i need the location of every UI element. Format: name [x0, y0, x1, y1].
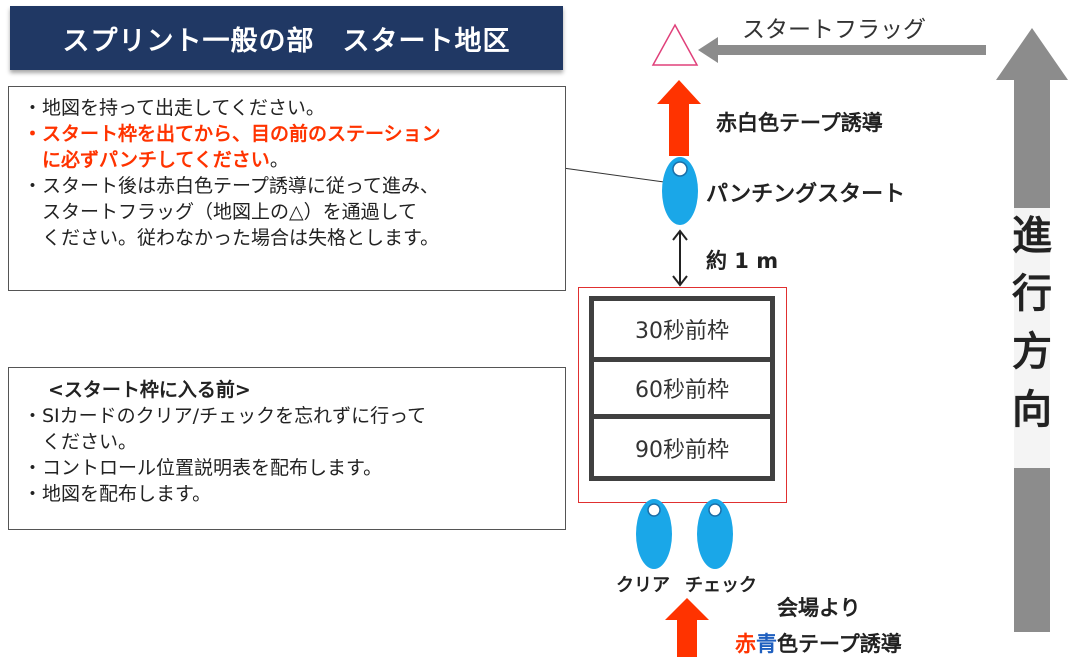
red-up-arrow-icon — [657, 80, 701, 156]
start-flag-triangle-icon — [651, 23, 699, 66]
page-title: スプリント一般の部 スタート地区 — [62, 25, 511, 57]
instruction-line-6: ください。従わなかった場合は失格とします。 — [42, 227, 440, 249]
tape-red-text: 赤 — [735, 632, 756, 656]
pre-start-box: <スタート枠に入る前> ・SIカードのクリア/チェックを忘れずに行って ください… — [8, 367, 566, 530]
direction-label: 進 行 方 向 — [996, 203, 1068, 435]
direction-char-3: 方 — [1012, 329, 1052, 375]
tape-rest-text: 色テープ誘導 — [777, 632, 902, 656]
punching-start-label: パンチングスタート — [706, 182, 906, 207]
instruction-line-3-tail: 。 — [269, 149, 289, 171]
frame-30s: 30秒前枠 — [589, 296, 775, 362]
red-white-tape-label: 赤白色テープ誘導 — [716, 111, 883, 135]
pre-start-line-3: ・コントロール位置説明表を配布します。 — [23, 457, 383, 479]
start-flag-label: スタートフラッグ — [742, 17, 926, 43]
instructions-box: ・地図を持って出走してください。 ・スタート枠を出てから、目の前のステーション … — [8, 86, 566, 291]
instruction-line-2: ・スタート枠を出てから、目の前のステーション — [23, 123, 441, 145]
tape-guidance-label: 赤青色テープ誘導 — [735, 628, 902, 658]
instruction-line-5: スタートフラッグ（地図上の△）を通過して — [42, 201, 418, 223]
instruction-line-1: ・地図を持って出走してください。 — [23, 97, 325, 119]
instruction-line-3: に必ずパンチしてください。 — [23, 147, 565, 173]
start-frames: 30秒前枠 60秒前枠 90秒前枠 — [589, 296, 775, 486]
punch-station-icon — [662, 157, 698, 225]
direction-char-4: 向 — [1012, 387, 1052, 433]
clear-label: クリア — [616, 575, 670, 596]
distance-label: 約 1 m — [706, 249, 779, 273]
instruction-line-3-red: に必ずパンチしてください — [42, 149, 270, 171]
instruction-line-4: ・スタート後は赤白色テープ誘導に従って進み、 — [23, 175, 439, 197]
start-frames-area — [578, 287, 787, 503]
flag-pointer-arrow-icon — [698, 37, 986, 63]
frame-90s: 90秒前枠 — [589, 414, 775, 481]
tape-blue-text: 青 — [756, 632, 777, 656]
check-label: チェック — [685, 575, 757, 596]
distance-arrow-icon — [672, 229, 688, 287]
pre-start-line-2: ください。 — [42, 431, 138, 453]
callout-line — [562, 167, 665, 183]
check-station-icon — [697, 499, 733, 569]
pre-start-line-4: ・地図を配布します。 — [23, 483, 212, 505]
direction-char-1: 進 — [1012, 213, 1052, 259]
pre-start-heading: <スタート枠に入る前> — [48, 379, 251, 401]
red-up-arrow-bottom-icon — [665, 598, 709, 657]
frame-60s: 60秒前枠 — [589, 357, 775, 419]
direction-arrow-icon — [996, 28, 1068, 632]
direction-char-2: 行 — [1012, 271, 1052, 317]
title-banner: スプリント一般の部 スタート地区 — [10, 6, 563, 70]
clear-station-icon — [636, 499, 672, 569]
pre-start-line-1: ・SIカードのクリア/チェックを忘れずに行って — [23, 405, 427, 427]
from-venue-label: 会場より — [777, 596, 861, 620]
